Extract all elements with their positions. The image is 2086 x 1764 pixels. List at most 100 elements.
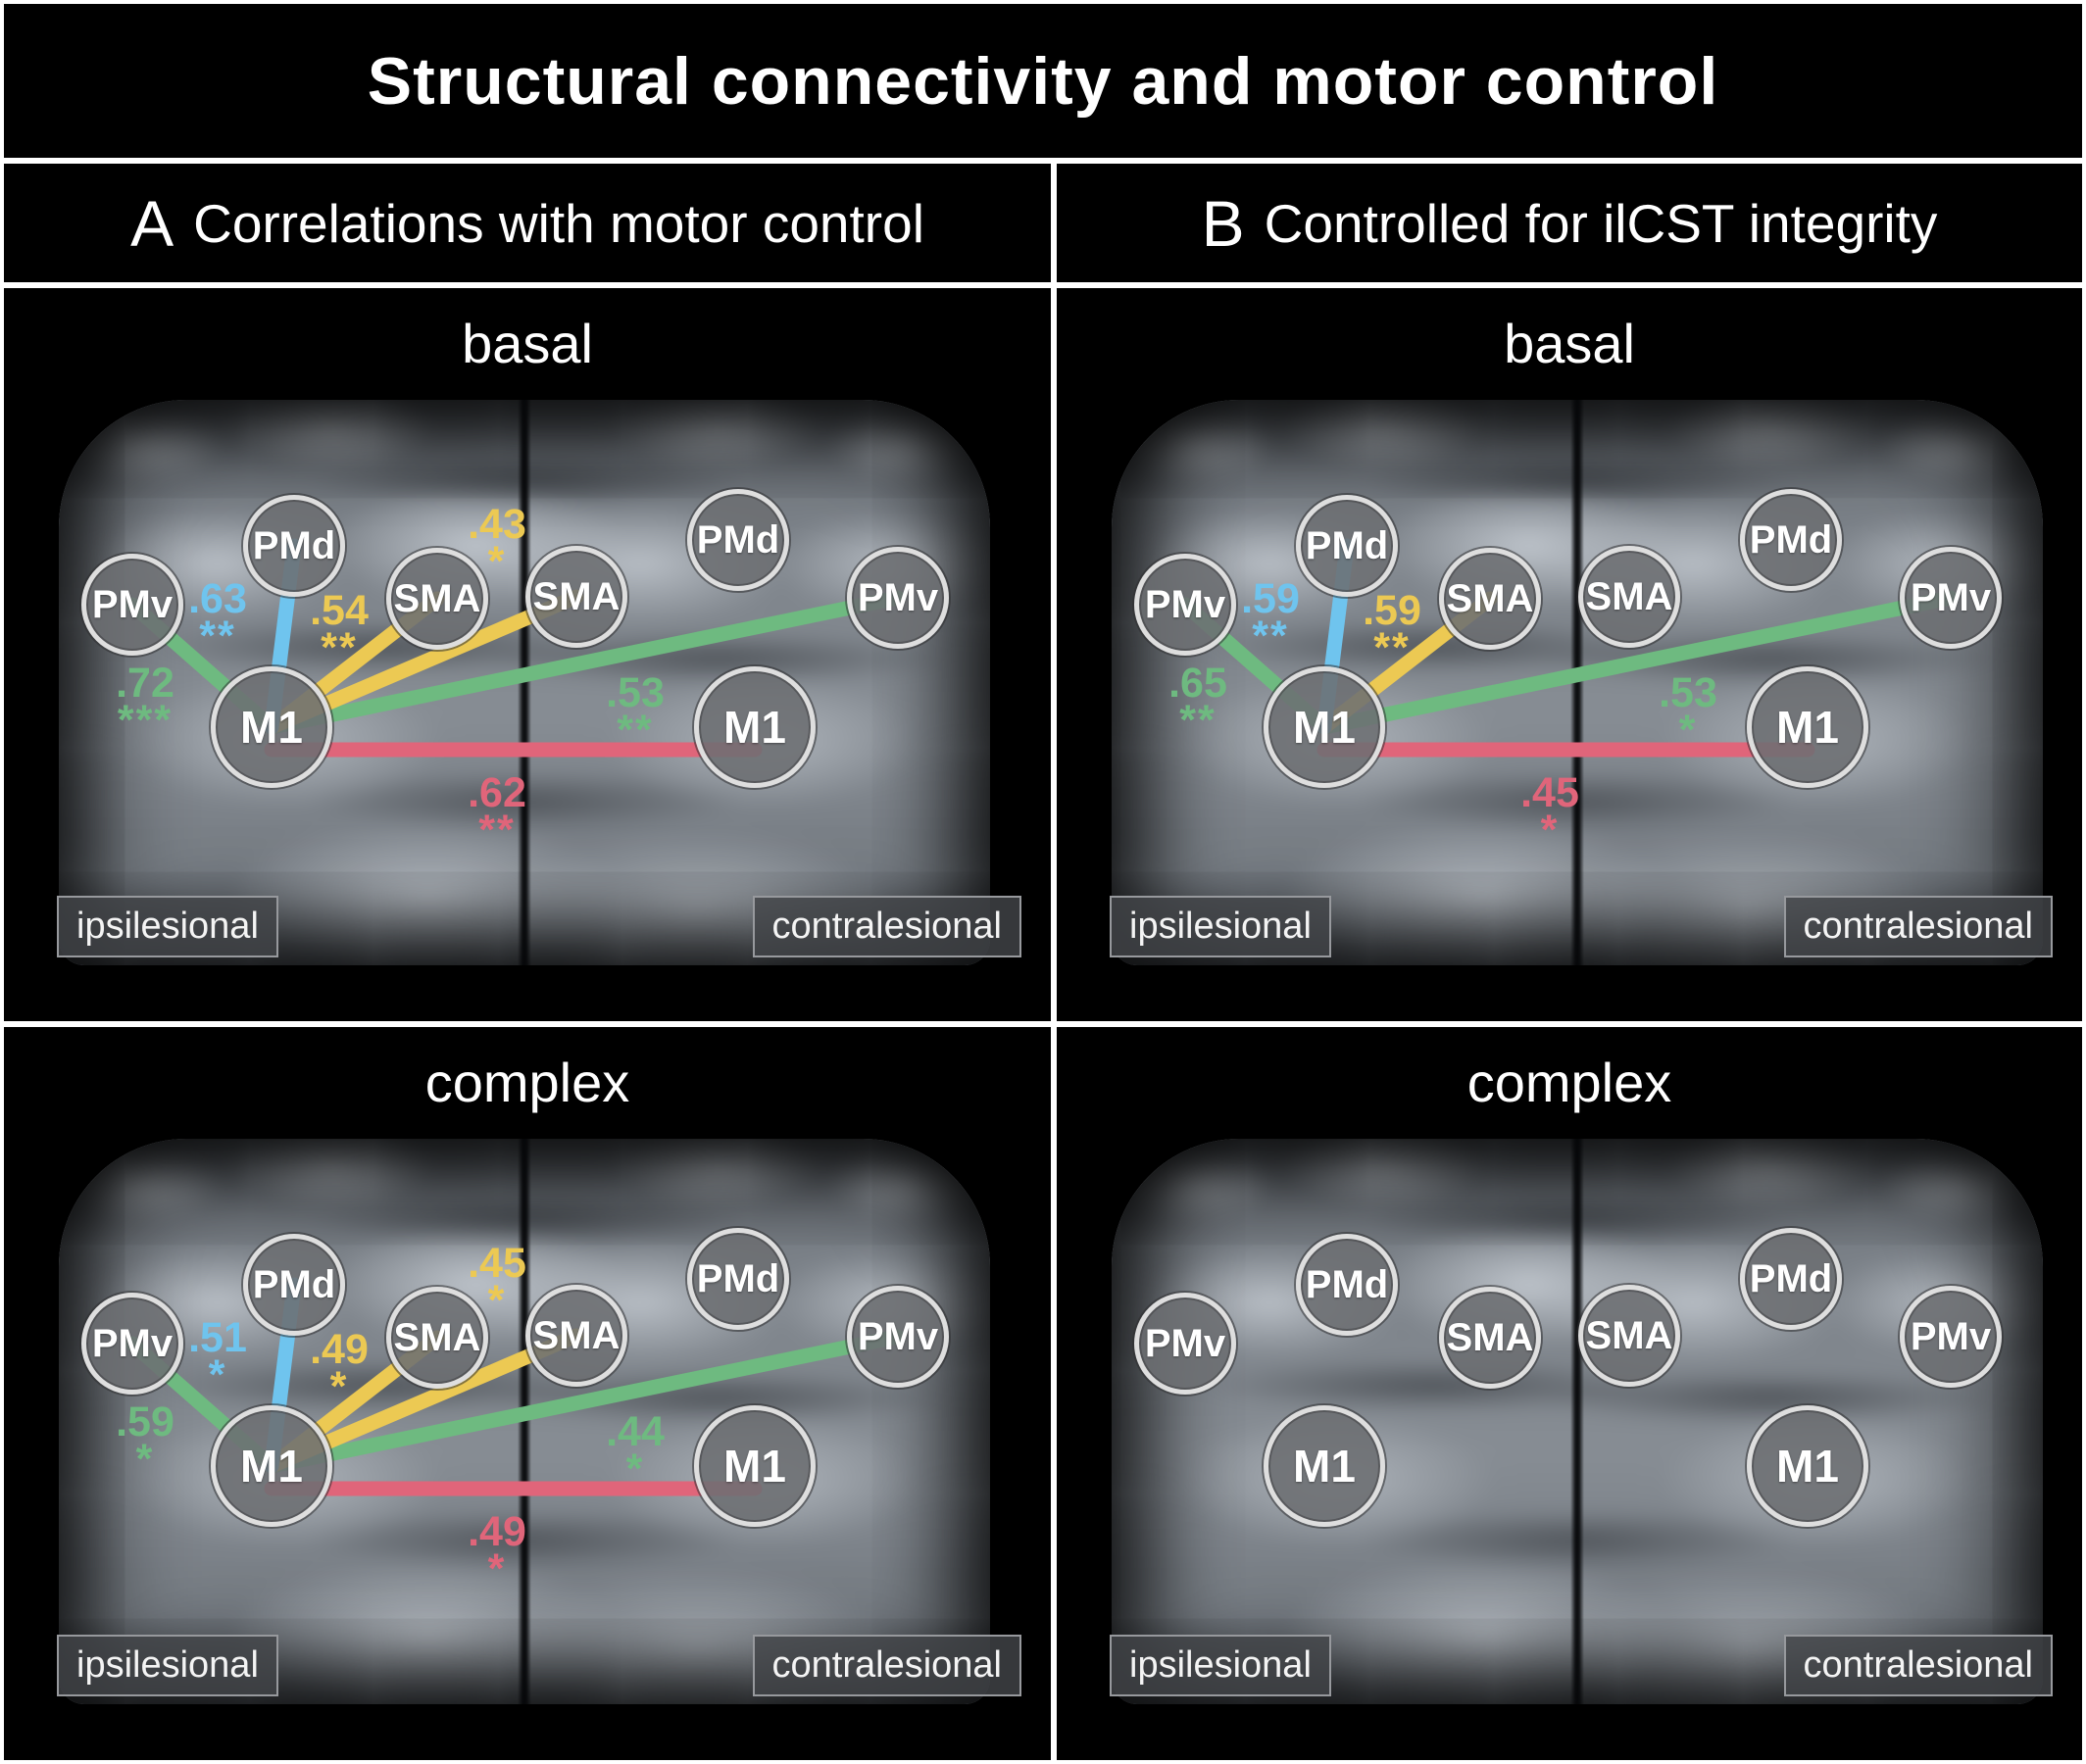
correlation-value: .72 [116,660,174,707]
panel-b-basal: basal PMv PMd SMA SMA PMd PMv M1 M1 .65 … [1057,288,2082,1021]
significance-stars: * [487,538,507,585]
correlation-label-pmv-m1: .65 ** [1168,660,1227,742]
column-letter-a: A [130,186,174,260]
contralesional-label: contralesional [752,1635,1021,1696]
significance-stars: * [625,1446,645,1493]
node-m1-ipsilesional: M1 [211,1405,332,1527]
node-pmd-ipsilesional: PMd [1296,495,1398,597]
correlation-value: .59 [1363,587,1421,634]
column-letter-b: B [1201,186,1245,260]
correlation-label-pmd-m1: .51 * [188,1314,247,1398]
column-header-a: A Correlations with motor control [4,164,1051,282]
significance-stars: * [208,1351,227,1398]
node-pmd-contralesional: PMd [687,489,789,591]
node-pmd-ipsilesional: PMd [243,495,345,597]
connection-lines [1177,538,1959,758]
column-header-b: B Controlled for ilCST integrity [1057,164,2082,282]
node-pmd-ipsilesional: PMd [243,1234,345,1336]
node-m1-ipsilesional: M1 [1264,1405,1385,1527]
panel-a-complex: complex PMv PMd SMA SMA PMd PMv M1 M1 .5… [4,1027,1051,1760]
significance-stars: ** [1252,612,1289,660]
node-m1-ipsilesional: M1 [1264,666,1385,788]
correlation-value: .45 [1520,769,1579,816]
correlation-value: .53 [606,669,665,716]
node-pmv-ipsilesional: PMv [1134,554,1236,656]
node-pmd-ipsilesional: PMd [1296,1234,1398,1336]
node-m1-contralesional: M1 [694,1405,816,1527]
significance-stars: * [135,1436,155,1483]
node-pmd-contralesional: PMd [1740,1228,1842,1330]
significance-stars: ** [478,807,516,854]
node-sma-ipsilesional: SMA [1439,1287,1541,1389]
correlation-label-m1-pmv-contra: .53 ** [606,669,665,754]
brain-image: PMv PMd SMA SMA PMd PMv M1 M1 .72 *** .6… [59,400,990,965]
node-pmv-contralesional: PMv [847,547,949,649]
correlation-label-m1-m1: .49 * [468,1508,526,1592]
ipsilesional-label: ipsilesional [57,896,278,957]
brain-image: PMv PMd SMA SMA PMd PMv M1 M1 .65 ** .59… [1112,400,2043,965]
panel-title: complex [1466,1052,1672,1113]
line-m1-pmv-contra [1316,590,1959,735]
significance-stars: * [487,1545,507,1592]
correlation-label-pmd-m1: .63 ** [188,575,247,660]
ipsilesional-label: ipsilesional [57,1635,278,1696]
node-m1-contralesional: M1 [694,666,816,788]
correlation-label-m1-pmv-contra: .53 * [1659,669,1717,754]
correlation-label-m1-sma-contra: .43 * [468,504,526,585]
connection-lines [124,538,906,758]
brain-midline [518,400,531,965]
correlation-label-pmv-m1: .59 * [116,1398,174,1483]
node-sma-contralesional: SMA [525,1285,627,1387]
correlation-label-pmv-m1: .72 *** [116,660,174,744]
significance-stars: *** [117,697,174,744]
node-sma-ipsilesional: SMA [386,548,488,650]
correlation-value: .62 [468,769,526,816]
correlation-value: .63 [188,575,247,622]
node-sma-ipsilesional: SMA [386,1287,488,1389]
node-m1-contralesional: M1 [1747,666,1868,788]
brain-image: PMv PMd SMA SMA PMd PMv M1 M1 .59 * .51 … [59,1139,990,1704]
significance-stars: * [1678,707,1698,754]
title-bar: Structural connectivity and motor contro… [4,4,2082,158]
significance-stars: ** [1373,624,1411,671]
correlation-label-m1-sma-ipsi: .59 ** [1363,587,1421,671]
significance-stars: ** [199,612,236,660]
correlation-value: .49 [468,1508,526,1555]
correlation-label-m1-m1: .45 * [1520,769,1579,852]
node-pmv-ipsilesional: PMv [81,1293,183,1395]
correlation-label-pmd-m1: .59 ** [1241,575,1300,660]
brain-midline [1570,1139,1584,1704]
contralesional-label: contralesional [752,896,1021,957]
panel-b-complex: complex PMv PMd SMA SMA PMd PMv M1 M1 ip… [1057,1027,2082,1760]
node-sma-contralesional: SMA [1578,1285,1680,1387]
node-m1-contralesional: M1 [1747,1405,1868,1527]
node-pmv-contralesional: PMv [847,1286,949,1388]
correlation-label-m1-sma-contra: .45 * [468,1243,526,1324]
significance-stars: * [487,1277,507,1324]
node-pmv-ipsilesional: PMv [1134,1293,1236,1395]
panel-a-basal: basal PMv PMd SMA SMA PMd PMv M1 M1 .72 [4,288,1051,1021]
correlation-label-m1-sma-ipsi: .54 ** [310,590,369,669]
panel-title: basal [1504,313,1635,374]
node-sma-contralesional: SMA [525,546,627,648]
ipsilesional-label: ipsilesional [1110,896,1331,957]
brain-midline [518,1139,531,1704]
correlation-label-m1-sma-ipsi: .49 * [310,1326,369,1408]
correlation-value: .59 [1241,575,1300,622]
correlation-value: .49 [310,1326,369,1373]
line-m1-pmv-contra [264,1329,906,1474]
connection-lines [124,1277,906,1496]
panel-title: complex [424,1052,630,1113]
correlation-value: .65 [1168,660,1227,707]
node-pmd-contralesional: PMd [687,1228,789,1330]
brain-midline [1570,400,1584,965]
contralesional-label: contralesional [1783,1635,2053,1696]
node-pmv-contralesional: PMv [1900,1286,2002,1388]
significance-stars: ** [617,707,654,754]
correlation-value: .53 [1659,669,1717,716]
node-sma-contralesional: SMA [1578,546,1680,648]
correlation-value: .51 [188,1314,247,1361]
node-pmv-contralesional: PMv [1900,547,2002,649]
correlation-value: .59 [116,1398,174,1446]
